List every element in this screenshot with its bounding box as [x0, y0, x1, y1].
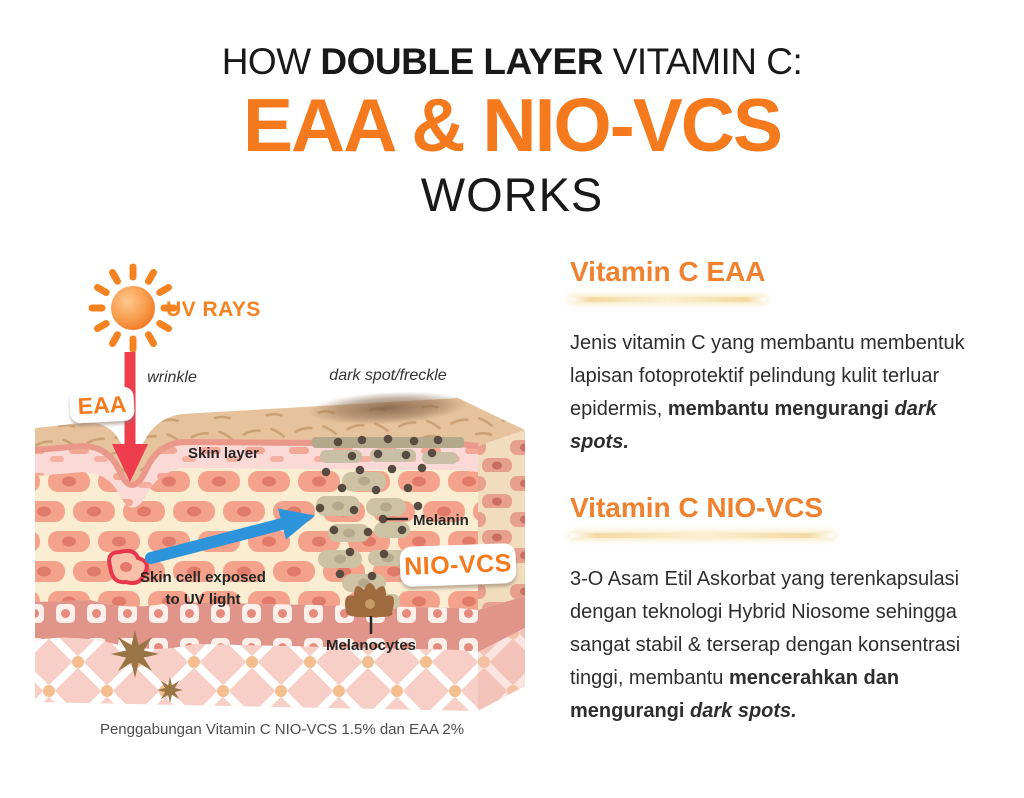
- section-eaa-heading: Vitamin C EAA: [570, 256, 766, 287]
- uv-exposed-cell-nucleus: [120, 562, 132, 572]
- uv-rays-label: UV RAYS: [166, 298, 261, 321]
- title-line2: EAA & NIO-VCS: [243, 83, 783, 168]
- section-eaa-body: Jenis vitamin C yang membantu membentuk …: [570, 327, 998, 459]
- skin-cell-label-line2: to UV light: [166, 591, 241, 608]
- section-nio-vcs-heading: Vitamin C NIO-VCS: [570, 492, 824, 523]
- skin-block: [34, 391, 525, 711]
- dermis-melanin-stars: [111, 630, 183, 703]
- dark-spot-label: dark spot/freckle: [329, 367, 446, 384]
- title-line1-prefix: HOW: [221, 41, 321, 82]
- skin-layer-label: Skin layer: [188, 445, 259, 462]
- melanocyte: [345, 583, 394, 618]
- sun-icon: [88, 263, 178, 353]
- vitamin-blue-arrow: [145, 508, 315, 564]
- melanin-callout: Melanin: [386, 512, 469, 529]
- section-vitamin-c-nio-vcs: Vitamin C NIO-VCS 3-O Asam Etil Askorbat…: [570, 492, 998, 728]
- body-text: Jenis vitamin C yang membantu membentuk …: [570, 332, 965, 420]
- eaa-badge: EAA: [69, 386, 135, 424]
- melanocytes-label: Melanocytes: [326, 637, 416, 654]
- title-line1-suffix: VITAMIN C:: [602, 41, 803, 82]
- melanin-dots: [315, 434, 443, 601]
- dark-spot: [308, 391, 468, 425]
- melanin-column: [312, 434, 464, 609]
- title-block: HOW DOUBLE LAYER VITAMIN C: EAA & NIO-VC…: [0, 40, 1024, 218]
- surface-edge-line: [34, 438, 479, 488]
- eaa-badge-label: EAA: [77, 391, 127, 420]
- skin-cell-label-line1: Skin cell exposed: [140, 569, 266, 586]
- section-vitamin-c-eaa: Vitamin C EAA Jenis vitamin C yang memba…: [570, 256, 998, 459]
- body-text: 3-O Asam Etil Askorbat yang terenkapsula…: [570, 568, 961, 689]
- title-line1: HOW DOUBLE LAYER VITAMIN C:: [0, 40, 1024, 84]
- body-text-bold-italic: dark spots.: [690, 700, 797, 722]
- body-text-bold: membantu mengurangi: [667, 398, 895, 420]
- melanin-label: Melanin: [413, 512, 469, 529]
- skin-diagram: UV RAYS wrinkle dark spot/freckle Skin l…: [34, 263, 525, 738]
- nio-vcs-badge-label: NIO-VCS: [404, 549, 513, 581]
- diagram-caption: Penggabungan Vitamin C NIO-VCS 1.5% dan …: [100, 721, 464, 738]
- melanocytes-callout: Melanocytes: [326, 616, 416, 654]
- nio-vcs-badge: NIO-VCS: [399, 543, 517, 587]
- wrinkle-label: wrinkle: [147, 369, 197, 386]
- title-line1-bold: DOUBLE LAYER: [320, 41, 603, 82]
- heading-underline-glow: [570, 297, 766, 302]
- heading-underline-glow: [570, 533, 834, 538]
- section-nio-vcs-body: 3-O Asam Etil Askorbat yang terenkapsula…: [570, 563, 998, 728]
- body-text-bold: mencerahkan dan mengurangi: [570, 667, 900, 722]
- body-text-bold-italic: dark spots.: [570, 398, 937, 453]
- title-line3: WORKS: [420, 168, 604, 222]
